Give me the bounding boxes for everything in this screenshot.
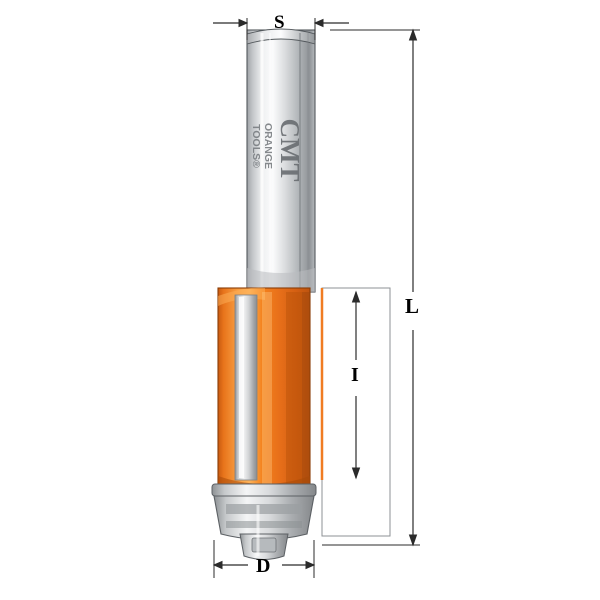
dimension-label-i: I [351,364,360,386]
arrow-down-icon-i [351,467,361,480]
dimension-lines [212,18,420,578]
tool-shank [246,28,316,293]
brand-name: CMT [275,119,305,182]
arrow-left-icon-d [212,560,223,570]
tool-body [217,287,311,489]
brand-line-2: TOOLS® [250,124,262,168]
arrow-up-icon-i [351,290,361,303]
brand-line-1: ORANGE [262,123,274,169]
arrow-up-icon-l [408,28,418,41]
dimension-label-l: L [405,294,420,318]
dimension-label-s: S [274,12,286,33]
brand-logo: CMT ORANGE TOOLS® [250,119,305,182]
tool-bearing [211,483,317,560]
arrow-down-icon-l [408,534,418,547]
arrow-right-icon-s-left [238,18,249,28]
dimension-label-d: D [256,555,271,577]
arrow-left-icon-s-right [313,18,324,28]
arrow-right-icon-d [305,560,316,570]
